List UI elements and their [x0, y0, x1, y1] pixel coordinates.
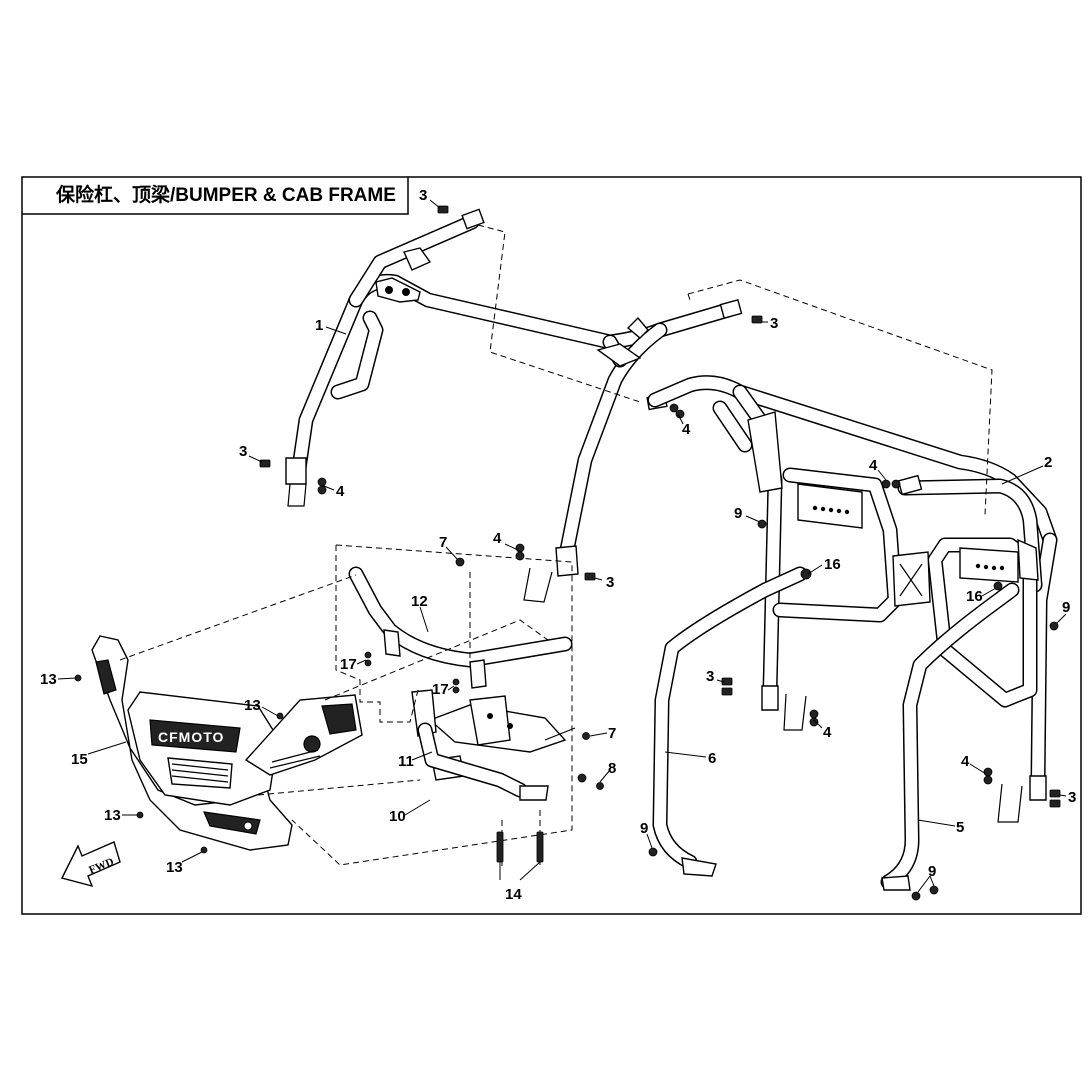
callout-6: 6: [708, 750, 716, 767]
callout-4: 4: [682, 421, 691, 438]
callout-2: 2: [1044, 454, 1052, 471]
assembly-dashed-outlines: [119, 224, 993, 870]
callout-4: 4: [493, 530, 502, 547]
callout-17: 17: [340, 656, 357, 673]
part-2-rear-cab-frame: [647, 375, 1058, 823]
callout-3: 3: [419, 187, 427, 204]
callout-11: 11: [398, 753, 414, 770]
callout-4: 4: [869, 457, 878, 474]
diagram-title: 保险杠、顶梁/BUMPER & CAB FRAME: [55, 183, 396, 206]
diagram-border: [21, 176, 1082, 915]
part-15-bumper-shell: CFMOTO: [91, 635, 363, 851]
callout-13: 13: [40, 671, 57, 688]
callout-14: 14: [505, 886, 522, 903]
callout-7: 7: [608, 725, 616, 742]
callout-9: 9: [640, 820, 648, 837]
callout-5: 5: [956, 819, 964, 836]
part-5-right-side-tube: [880, 582, 1020, 891]
callout-3: 3: [606, 574, 614, 591]
callout-4: 4: [336, 483, 345, 500]
part-12-bumper-tube: [348, 566, 573, 689]
part-6-left-side-tube: [652, 566, 808, 877]
callout-3: 3: [1068, 789, 1076, 806]
callout-leaders: [57, 199, 1067, 893]
callout-13: 13: [244, 697, 261, 714]
callout-17: 17: [432, 681, 449, 698]
callout-9: 9: [1062, 599, 1070, 616]
callout-1: 1: [315, 317, 323, 334]
title-box: 保险杠、顶梁/BUMPER & CAB FRAME: [22, 177, 409, 215]
callout-16: 16: [824, 556, 841, 573]
callout-8: 8: [608, 760, 616, 777]
callout-7: 7: [439, 534, 447, 551]
callout-15: 15: [71, 751, 88, 768]
bumper-logo: CFMOTO: [158, 729, 224, 745]
callout-9: 9: [734, 505, 742, 522]
callout-3: 3: [770, 315, 778, 332]
hardware-fasteners: [74, 205, 1061, 901]
callout-10: 10: [389, 808, 406, 825]
part-1-front-cab-frame: [285, 208, 743, 603]
fwd-arrow-icon: FWD: [60, 841, 121, 888]
callout-13: 13: [104, 807, 121, 824]
callout-4: 4: [823, 724, 832, 741]
callout-12: 12: [411, 593, 428, 610]
callout-16: 16: [966, 588, 983, 605]
callout-13: 13: [166, 859, 183, 876]
callout-labels: 1 2 3 3 3 3 3 3 4 4 4 4 4 4 5 6 7 7 8 9 …: [40, 187, 1076, 903]
callout-9: 9: [928, 863, 936, 880]
callout-3: 3: [239, 443, 247, 460]
part-11-bumper-bracket: [411, 689, 576, 801]
callout-3: 3: [706, 668, 714, 685]
callout-4: 4: [961, 753, 970, 770]
